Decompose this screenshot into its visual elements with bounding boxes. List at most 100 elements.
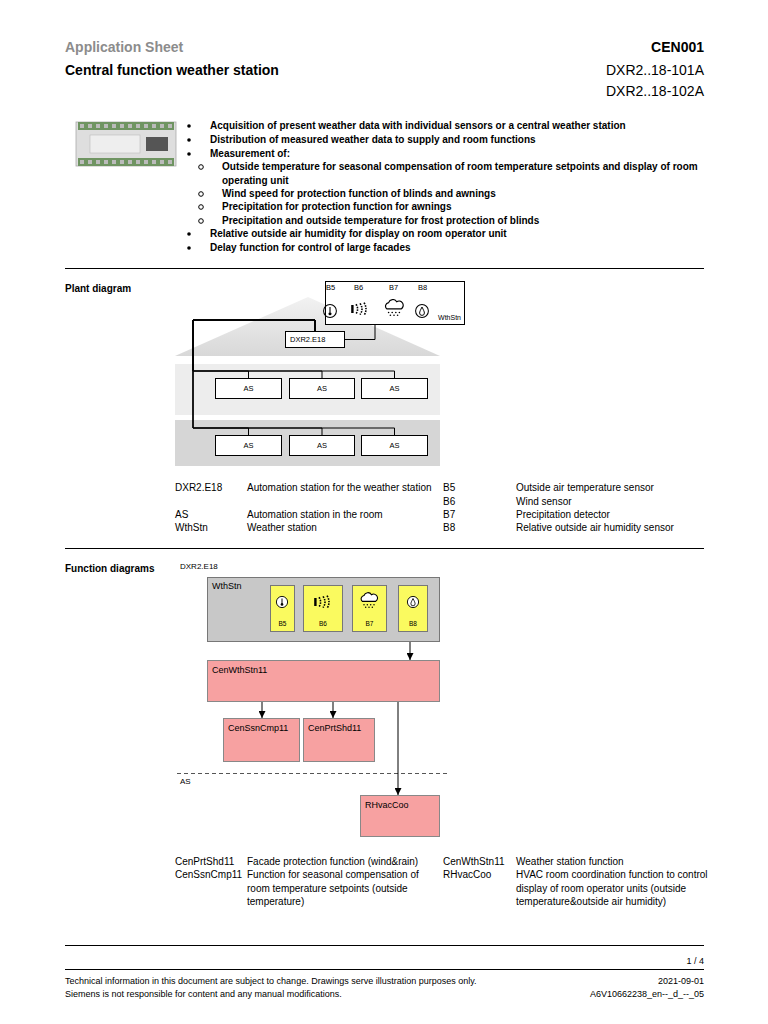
bullet-text: Distribution of measured weather data to… (210, 133, 710, 147)
room-station-box: AS (361, 435, 428, 456)
sub-bullet-text: Precipitation for protection function fo… (222, 200, 702, 214)
box-text: B6 (319, 620, 327, 628)
footer-date: 2021-09-01 (658, 975, 704, 987)
legend-key: CenPrtShd11 (175, 855, 234, 869)
box-text: AS (317, 384, 327, 393)
function-block: CenPrtShd11 (303, 718, 375, 762)
sensor-block-fills (270, 585, 428, 632)
controller-box: DXR2.E18 (285, 331, 345, 348)
footer-note: Technical information in this document a… (65, 975, 477, 987)
sub-bullet-text: Precipitation and outside temperature fo… (222, 214, 702, 228)
legend-key: B5 (443, 481, 455, 495)
sensor-block: B5 (270, 585, 295, 632)
box-text: B8 (409, 620, 417, 628)
connector (193, 320, 395, 378)
product-code: DXR2..18-102A (606, 83, 704, 100)
sensor-tag: B6 (354, 283, 363, 292)
footer-note: Siemens is not responsible for content a… (65, 988, 342, 1000)
legend-key: RHvacCoo (443, 868, 491, 882)
legend-description: Outside air temperature sensor (516, 481, 716, 495)
box-text: CenSsnCmp11 (228, 723, 288, 734)
room-station-box: AS (215, 378, 282, 399)
bullet-text: Acquisition of present weather data with… (210, 119, 710, 133)
box-text: RHvacCoo (365, 800, 409, 811)
document-number: A6V10662238_en--_d_--_05 (590, 988, 704, 1000)
box-text: AS (389, 384, 399, 393)
box-text: CenPrtShd11 (308, 723, 361, 734)
function-block: RHvacCoo (360, 795, 440, 837)
box-text: AS (243, 441, 253, 450)
legend-description: Wind sensor (516, 495, 716, 509)
legend-key: B7 (443, 508, 455, 522)
weather-station-box: WthStn (325, 281, 465, 325)
legend-key: CenWthStn11 (443, 855, 505, 869)
section-heading: Function diagrams (65, 562, 154, 576)
sensor-tag: B5 (326, 283, 335, 292)
legend-description: Automation station for the weather stati… (247, 481, 432, 495)
legend-description: Facade protection function (wind&rain) (247, 855, 437, 869)
connector (410, 642, 411, 660)
section-heading: Plant diagram (65, 282, 131, 296)
sheet-title: Central function weather station (65, 62, 279, 79)
page-number: 1 / 4 (686, 955, 704, 967)
connector (262, 702, 263, 718)
box-text: B7 (366, 620, 374, 628)
legend-description: Automation station in the room (247, 508, 437, 522)
sensor-tag: B8 (418, 283, 427, 292)
connector (398, 702, 399, 795)
product-code: DXR2..18-101A (606, 62, 704, 79)
sheet-type: Application Sheet (65, 39, 183, 56)
room-station-box: AS (215, 435, 282, 456)
bullet-text: Delay function for control of large faca… (210, 241, 710, 255)
box-text: WthStn (438, 314, 461, 322)
sub-bullet-text: Outside temperature for seasonal compens… (222, 160, 702, 187)
legend-key: CenSsnCmp11 (175, 868, 242, 882)
station-block: WthStnB5 B6 B7 B8 (207, 577, 440, 642)
legend-description: Weather station function (516, 855, 716, 869)
sheet-number: CEN001 (651, 39, 704, 56)
area-label: AS (180, 777, 191, 787)
legend-key: B6 (443, 495, 455, 509)
legend-description: Function for seasonal compensation of ro… (247, 868, 437, 909)
legend-description: Precipitation detector (516, 508, 716, 522)
box-text: B5 (279, 620, 287, 628)
bullet-text: Measurement of: (210, 147, 710, 161)
room-station-box: AS (289, 378, 355, 399)
product-photo (76, 122, 176, 166)
connector (333, 702, 334, 718)
box-text: AS (389, 441, 399, 450)
sensor-block: B7 (352, 585, 387, 632)
box-text: AS (243, 384, 253, 393)
function-block: CenWthStn11 (207, 660, 440, 702)
box-text: CenWthStn11 (212, 665, 267, 676)
room-station-box: AS (361, 378, 428, 399)
legend-description: Weather station (247, 521, 437, 535)
bullet-dots (187, 124, 191, 250)
function-block: CenSsnCmp11 (223, 718, 300, 762)
room-station-box: AS (289, 435, 355, 456)
sub-bullet-rings (199, 165, 204, 224)
connector (193, 320, 322, 378)
sub-bullet-text: Wind speed for protection function of bl… (222, 187, 702, 201)
sensor-tag: B7 (389, 283, 398, 292)
sensor-block: B6 (303, 585, 343, 632)
box-text: AS (317, 441, 327, 450)
legend-description: Relative outside air humidity sensor (516, 521, 716, 535)
station-ground (325, 281, 465, 325)
area-label: DXR2.E18 (180, 562, 218, 572)
legend-description: HVAC room coordination function to contr… (516, 868, 716, 909)
station-block-fill (207, 577, 440, 642)
bullet-text: Relative outside air humidity for displa… (210, 227, 710, 241)
legend-key: B8 (443, 521, 455, 535)
legend-key: WthStn (175, 521, 208, 535)
connector (345, 325, 375, 340)
connector (193, 320, 315, 378)
legend-key: AS (175, 508, 188, 522)
sensor-block: B8 (398, 585, 428, 632)
area-divider (177, 773, 450, 774)
sensor-icons (324, 300, 429, 318)
box-text: WthStn (212, 581, 242, 592)
box-text: DXR2.E18 (290, 335, 325, 344)
legend-key: DXR2.E18 (175, 481, 222, 495)
